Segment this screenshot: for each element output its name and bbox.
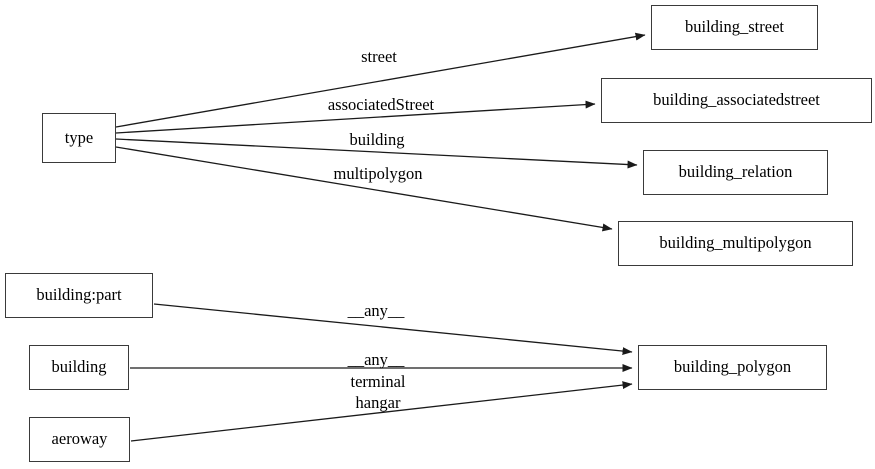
node-label: building:part	[36, 285, 122, 305]
node-label: building_street	[685, 17, 784, 37]
node-building-polygon[interactable]: building_polygon	[638, 345, 827, 390]
node-building-part[interactable]: building:part	[5, 273, 153, 318]
node-building-street[interactable]: building_street	[651, 5, 818, 50]
node-aeroway[interactable]: aeroway	[29, 417, 130, 462]
node-label: building_relation	[678, 162, 793, 182]
edge-type-to-building_associatedstreet	[115, 100, 596, 134]
edge-type-to-building_street	[115, 32, 646, 128]
edge-paths	[115, 32, 646, 442]
node-label: building_associatedstreet	[653, 90, 820, 110]
node-building-multipolygon[interactable]: building_multipolygon	[618, 221, 853, 266]
node-building-associatedstreet[interactable]: building_associatedstreet	[601, 78, 872, 123]
node-building[interactable]: building	[29, 345, 129, 390]
edge-type-to-building_relation	[115, 138, 638, 169]
node-type[interactable]: type	[42, 113, 116, 163]
node-label: building	[51, 357, 107, 377]
node-label: type	[64, 127, 94, 147]
node-label: aeroway	[51, 429, 108, 449]
edge-aeroway-to-building_polygon	[130, 381, 633, 442]
edge-building_part-to-building_polygon	[153, 303, 633, 356]
node-building-relation[interactable]: building_relation	[643, 150, 828, 195]
node-label: building_polygon	[673, 357, 792, 377]
node-label: building_multipolygon	[659, 233, 812, 253]
edge-type-to-building_multipolygon	[115, 146, 613, 232]
